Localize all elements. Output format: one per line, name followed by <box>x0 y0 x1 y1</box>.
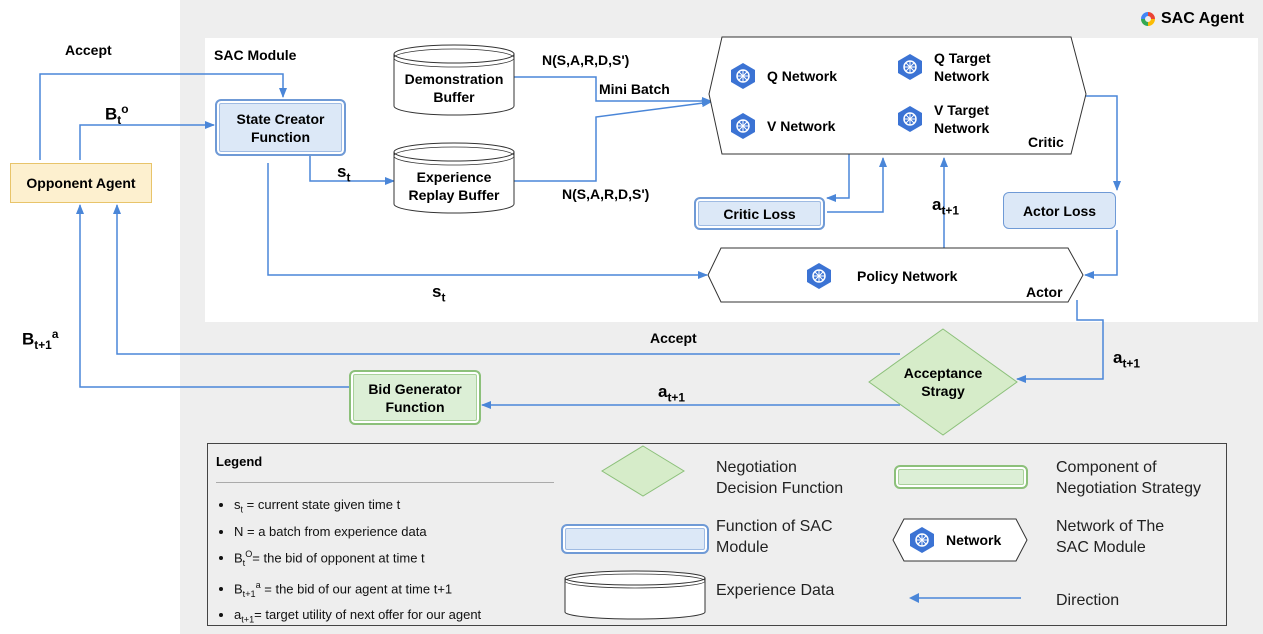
legend-box: Legend st = current state given time t N… <box>207 443 1227 626</box>
legend-direction: Direction <box>1056 592 1120 609</box>
legend-item: N = a batch from experience data <box>234 521 481 543</box>
demo-buffer-line1: Demonstration <box>404 71 504 87</box>
edge-acceptance-to-opponent <box>113 204 900 355</box>
edge-state-to-exp <box>309 155 395 185</box>
opponent-agent-label: Opponent Agent <box>26 175 136 191</box>
legend-experience: Experience Data <box>716 582 835 599</box>
opponent-agent: Opponent Agent <box>10 163 152 203</box>
a-label-critic: at+1 <box>932 195 959 218</box>
edge-bto-to-state <box>79 121 215 160</box>
acceptance-line1: Acceptance <box>903 365 983 381</box>
demonstration-buffer: Demonstration Buffer <box>393 44 515 116</box>
exp-buffer-line2: Replay Buffer <box>408 187 500 203</box>
bid-generator-line2: Function <box>385 398 445 415</box>
demonstration-buffer-shape <box>393 44 515 116</box>
v-network-label: V Network <box>767 118 836 134</box>
edge-critic-to-actorloss <box>1086 95 1121 191</box>
critic-loss: Critic Loss <box>694 197 825 230</box>
exp-buffer-line1: Experience <box>416 169 492 185</box>
legend-item: BtO= the bid of opponent at time t <box>234 543 481 574</box>
network-icon <box>807 263 831 289</box>
q-network-label: Q Network <box>767 68 838 84</box>
mini-batch-label: Mini Batch <box>599 81 670 97</box>
q-target-line2: Network <box>934 68 990 84</box>
legend-cylinder-icon <box>564 570 706 620</box>
policy-network: Policy Network <box>805 262 957 290</box>
experience-buffer-shape <box>393 142 515 214</box>
acceptance-line2: Stragy <box>921 383 965 399</box>
acceptance-strategy: Acceptance Stragy <box>880 362 1006 402</box>
edge-exp-to-critic <box>514 99 712 182</box>
critic-label: Critic <box>1028 134 1064 150</box>
bt-o-label: Bto <box>105 102 129 128</box>
actor-loss-label: Actor Loss <box>1022 202 1097 219</box>
network-icon <box>731 63 755 89</box>
legend-function-swatch <box>561 524 709 554</box>
legend-item: st = current state given time t <box>234 494 481 521</box>
v-target-line1: V Target <box>934 102 989 118</box>
agent-title: SAC Agent <box>1140 10 1244 28</box>
agent-title-text: SAC Agent <box>1161 10 1244 27</box>
bid-generator-line1: Bid Generator <box>368 380 462 397</box>
legend-title: Legend <box>216 454 263 469</box>
state-creator-line2: Function <box>250 128 311 145</box>
network-icon <box>910 527 934 553</box>
acceptance-shape <box>868 328 1018 436</box>
legend-network-label: Network <box>946 532 1002 548</box>
edge-demo-to-critic <box>514 76 712 105</box>
edge-accept-to-state <box>39 73 287 160</box>
n-top-label: N(S,A,R,D,S') <box>542 52 630 68</box>
legend-list: st = current state given time t N = a ba… <box>208 494 481 631</box>
actor-loss: Actor Loss <box>1003 192 1116 229</box>
legend-item: Bt+1a = the bid of our agent at time t+1 <box>234 574 481 605</box>
bid-generator-function: Bid Generator Function <box>349 370 481 425</box>
network-icon <box>898 54 922 80</box>
legend-arrow-icon <box>909 593 1021 603</box>
legend-network-sample: Network <box>908 526 1001 554</box>
q-target-network: Q Target Network <box>896 49 991 85</box>
edge-policy-to-acceptance <box>1016 300 1104 383</box>
actor-label: Actor <box>1026 284 1063 300</box>
critic-loss-label: Critic Loss <box>723 205 796 222</box>
demo-buffer-line2: Buffer <box>433 89 475 105</box>
policy-shape <box>707 247 1084 303</box>
network-icon <box>731 113 755 139</box>
edge-criticloss-to-critic <box>827 157 887 213</box>
network-icon <box>898 106 922 132</box>
v-target-network: V Target Network <box>896 101 989 137</box>
q-network: Q Network <box>729 62 837 90</box>
legend-network-shape <box>892 518 1028 562</box>
legend-diamond-icon <box>601 445 685 497</box>
q-target-line1: Q Target <box>934 50 991 66</box>
st-label-top: st <box>337 162 351 185</box>
b-ta-label: Bt+1a <box>22 327 59 353</box>
module-title: SAC Module <box>214 47 297 63</box>
legend-component-swatch <box>894 465 1028 489</box>
edge-bidgen-to-opponent <box>76 204 349 388</box>
edge-state-to-policy <box>267 163 708 279</box>
a-label-bid: at+1 <box>658 382 685 405</box>
accept-top-label: Accept <box>65 42 112 58</box>
v-target-line2: Network <box>934 120 990 136</box>
state-creator-function: State Creator Function <box>215 99 346 156</box>
critic-shape <box>708 36 1087 155</box>
accept-mid-label: Accept <box>650 330 697 346</box>
st-label-bottom: st <box>432 282 446 305</box>
edge-critic-to-criticloss <box>826 153 850 202</box>
experience-replay-buffer: Experience Replay Buffer <box>393 142 515 214</box>
cloud-logo-icon <box>1141 12 1155 26</box>
state-creator-line1: State Creator <box>236 110 325 127</box>
legend-item: at+1= target utility of next offer for o… <box>234 604 481 631</box>
edge-actorloss-to-policy <box>1084 230 1118 279</box>
a-label-right: at+1 <box>1113 348 1140 371</box>
legend-separator <box>216 482 554 483</box>
n-bottom-label: N(S,A,R,D,S') <box>562 186 650 202</box>
v-network: V Network <box>729 112 835 140</box>
policy-network-label: Policy Network <box>857 268 958 284</box>
